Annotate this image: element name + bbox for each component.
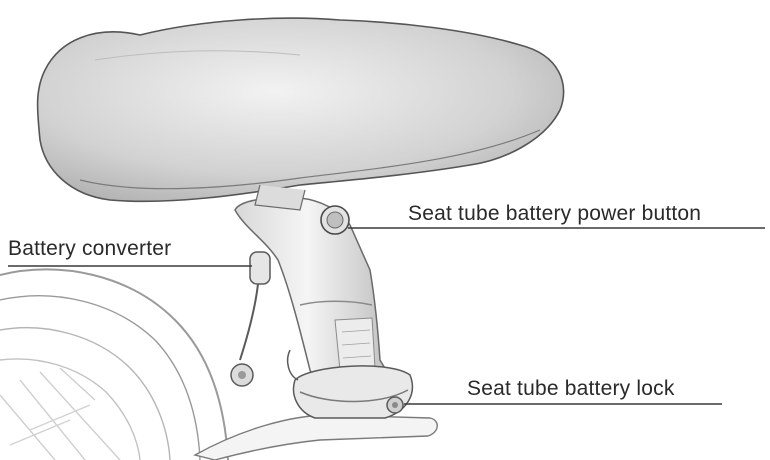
power-button-sketch: [321, 206, 349, 234]
battery-converter-label: Battery converter: [8, 238, 171, 259]
battery-converter-sketch: [231, 252, 270, 386]
frame-sketch: [195, 415, 437, 460]
rear-wheel-sketch: [0, 269, 228, 460]
power-button-label: Seat tube battery power button: [408, 203, 701, 224]
saddle-sketch: [38, 18, 564, 210]
battery-lock-label: Seat tube battery lock: [467, 378, 675, 399]
